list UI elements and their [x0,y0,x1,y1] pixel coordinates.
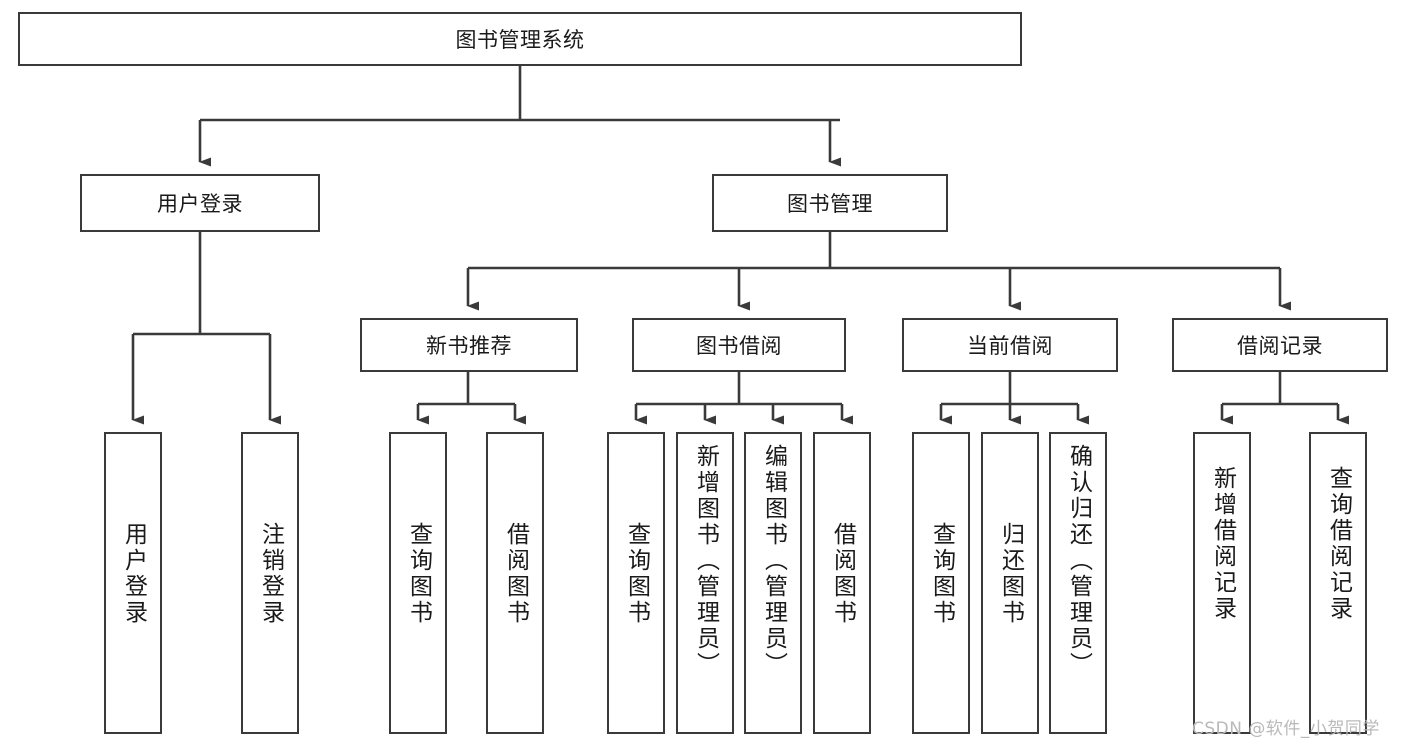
leaf-borrow-book-1[interactable]: 借阅图书 [486,432,544,734]
node-book-management[interactable]: 图书管理 [712,174,948,232]
node-borrow-record[interactable]: 借阅记录 [1172,318,1388,372]
leaf-user-login[interactable]: 用户登录 [104,432,162,734]
leaf-add-record[interactable]: 新增借阅记录 [1193,432,1251,734]
node-label: 借阅图书 [829,522,856,626]
node-label: 借阅图书 [502,522,529,626]
leaf-return-book[interactable]: 归还图书 [981,432,1039,734]
node-label: 用户登录 [157,192,243,216]
node-label: 用户登录 [120,522,147,626]
leaf-query-book-3[interactable]: 查询图书 [912,432,970,734]
node-root[interactable]: 图书管理系统 [18,12,1022,66]
node-label: 查询图书 [623,522,650,626]
leaf-query-book-1[interactable]: 查询图书 [389,432,447,734]
node-label: 借阅记录 [1237,334,1323,358]
leaf-add-book[interactable]: 新增图书（管理员） [676,432,734,734]
leaf-query-record[interactable]: 查询借阅记录 [1309,432,1367,734]
csdn-watermark: CSDN @软件_小贺同学 [1192,719,1380,739]
node-book-borrow[interactable]: 图书借阅 [632,318,846,372]
node-label: 图书借阅 [696,334,782,358]
node-label: 归还图书 [997,522,1024,626]
leaf-edit-book[interactable]: 编辑图书（管理员） [744,432,802,734]
node-label: 图书管理 [787,192,873,216]
node-label: 当前借阅 [967,334,1053,358]
node-label: 注销登录 [257,522,284,626]
node-new-book-recommend[interactable]: 新书推荐 [360,318,578,372]
node-label: 查询借阅记录 [1325,466,1352,622]
node-label: 确认归还（管理员） [1065,444,1092,678]
leaf-borrow-book-2[interactable]: 借阅图书 [813,432,871,734]
node-label: 新增图书（管理员） [692,444,719,678]
leaf-confirm-return[interactable]: 确认归还（管理员） [1049,432,1107,734]
node-label: 查询图书 [405,522,432,626]
node-current-borrow[interactable]: 当前借阅 [902,318,1118,372]
node-label: 新书推荐 [426,334,512,358]
node-label: 编辑图书（管理员） [760,444,787,678]
leaf-logout-login[interactable]: 注销登录 [241,432,299,734]
leaf-query-book-2[interactable]: 查询图书 [607,432,665,734]
node-label: 查询图书 [928,522,955,626]
node-label: 图书管理系统 [455,28,585,52]
node-label: 新增借阅记录 [1209,466,1236,622]
node-user-login[interactable]: 用户登录 [80,174,320,232]
